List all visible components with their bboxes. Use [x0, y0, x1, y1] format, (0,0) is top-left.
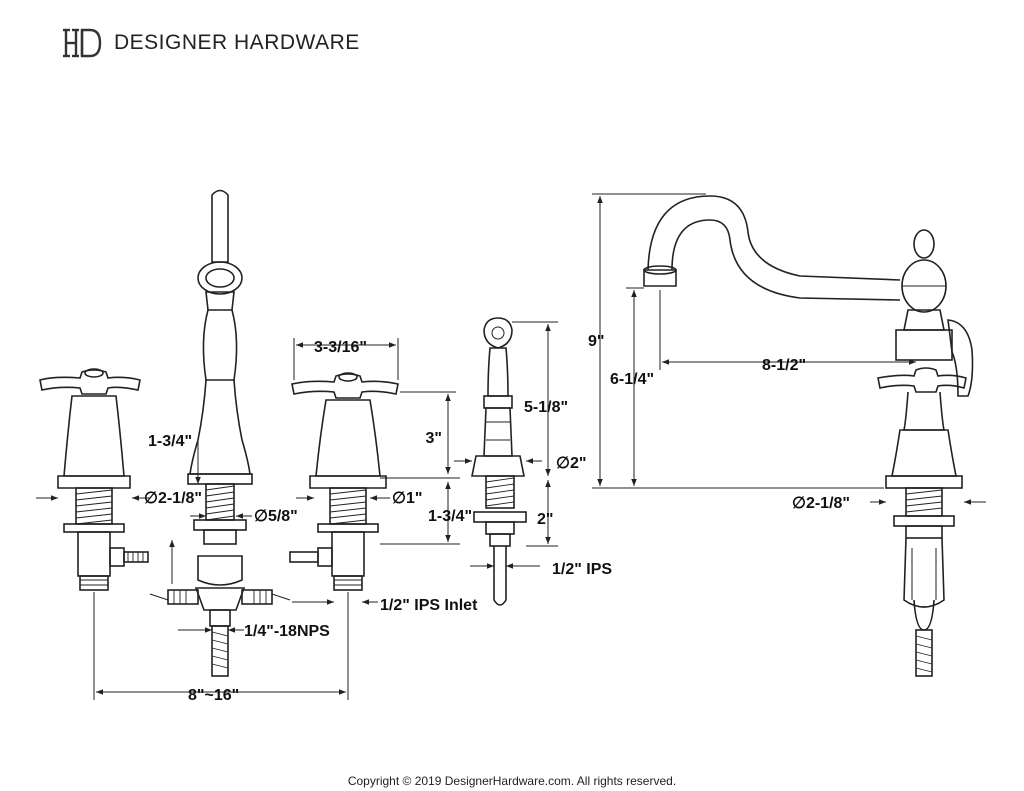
dim-2: 2"	[537, 511, 553, 528]
dim-9: 9"	[588, 333, 604, 350]
dimension-labels: 3-3/16" 1-3/4" ∅2-1/8" ∅5/8" ∅1" 3" 1-3/…	[144, 333, 850, 704]
right-handle-valve	[289, 372, 399, 591]
dim-1-3-4-top: 1-3/4"	[148, 433, 192, 450]
dim-dia-2-1-8-right: ∅2-1/8"	[792, 495, 850, 512]
left-handle-valve	[39, 368, 149, 591]
dim-5-1-8: 5-1/8"	[524, 399, 568, 416]
dim-6-1-4: 6-1/4"	[610, 371, 654, 388]
dim-half-ips: 1/2" IPS	[552, 561, 612, 578]
center-spout	[149, 189, 291, 677]
dim-dia-2-1-8-left: ∅2-1/8"	[144, 490, 202, 507]
dim-1-3-4-mid: 1-3/4"	[428, 508, 472, 525]
dim-half-ips-inlet: 1/2" IPS Inlet	[380, 597, 478, 614]
dim-8-16: 8"~16"	[188, 687, 239, 704]
side-view-faucet	[643, 195, 974, 677]
dh-logo-icon	[63, 28, 102, 58]
brand-header: DESIGNER HARDWARE	[62, 26, 360, 60]
dimension-lines	[36, 193, 986, 700]
dim-3: 3"	[426, 430, 442, 447]
dim-dia-2: ∅2"	[556, 455, 586, 472]
dim-3-3-16: 3-3/16"	[314, 339, 367, 356]
brand-name: DESIGNER HARDWARE	[114, 31, 360, 54]
dim-quarter-18nps: 1/4"-18NPS	[244, 623, 330, 640]
side-sprayer	[471, 317, 527, 606]
dim-dia-5-8: ∅5/8"	[254, 508, 298, 525]
copyright-notice: Copyright © 2019 DesignerHardware.com. A…	[347, 774, 677, 788]
dim-8-1-2: 8-1/2"	[762, 357, 806, 374]
dim-dia-1: ∅1"	[392, 490, 422, 507]
